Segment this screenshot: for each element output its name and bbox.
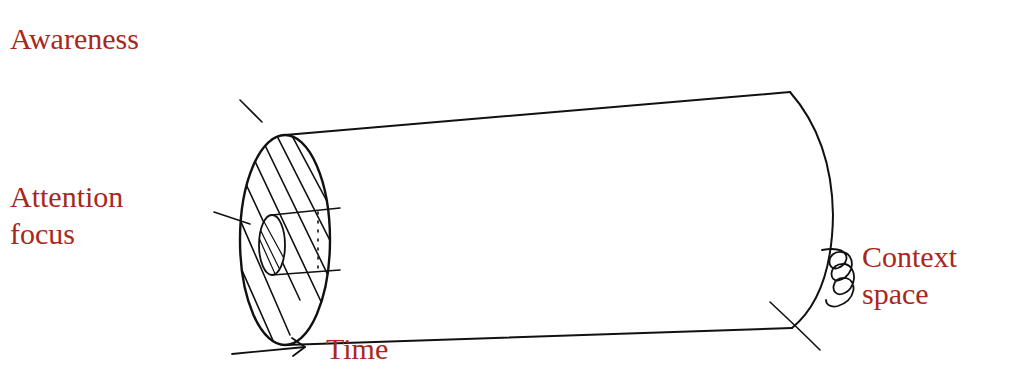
leader-line <box>240 100 262 122</box>
awareness-face <box>240 135 330 345</box>
leader-line <box>770 302 820 350</box>
time-arrowhead <box>292 338 305 356</box>
face-hatching <box>222 132 345 350</box>
focus-top-edge <box>272 208 340 215</box>
focus-bottom-edge <box>272 270 340 275</box>
diagram-label: Attention focus <box>10 178 170 252</box>
cylinder-far-end <box>790 92 833 328</box>
leader-line <box>214 212 250 224</box>
attention-focus-face <box>259 215 285 275</box>
diagram-label: Time <box>326 330 446 367</box>
focus-far-end <box>317 212 319 272</box>
diagram-label: Awareness <box>10 20 250 57</box>
diagram-label: Context space <box>862 238 1002 312</box>
time-arrow <box>232 347 305 354</box>
focus-hatching <box>258 218 286 276</box>
spring-symbol <box>822 249 854 306</box>
cylinder-top-edge <box>285 92 790 135</box>
